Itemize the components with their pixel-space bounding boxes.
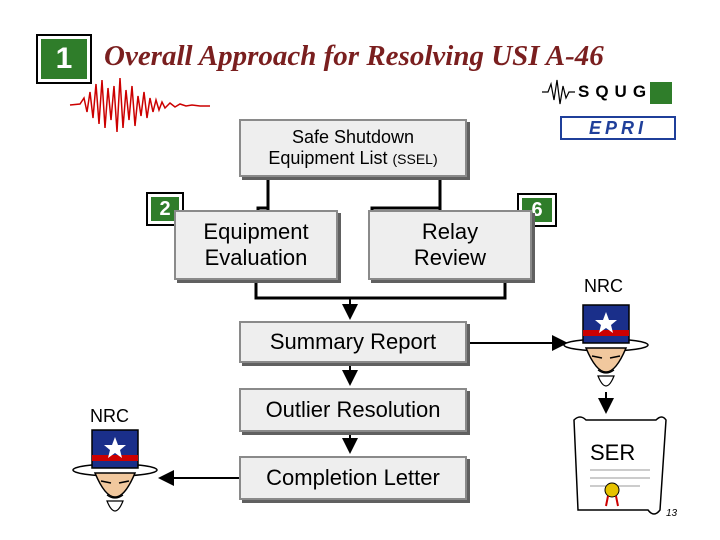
- equipment-evaluation-box: Equipment Evaluation: [174, 210, 338, 280]
- completion-label: Completion Letter: [266, 465, 440, 490]
- slide-number-badge: 1: [36, 34, 92, 84]
- summary-report-box: Summary Report: [239, 321, 467, 363]
- page-title: Overall Approach for Resolving USI A-46: [104, 40, 604, 72]
- merge-bracket: [254, 280, 507, 300]
- epri-logo: EPRI: [560, 116, 676, 140]
- ser-label: SER: [590, 440, 636, 465]
- squg-logo-waveform: [542, 79, 575, 105]
- ssel-line1: Safe Shutdown: [291, 127, 415, 147]
- nrc-label-right: NRC: [584, 276, 623, 296]
- ssel-box: Safe Shutdown Equipment List (SSEL): [239, 119, 467, 177]
- squg-logo-mark: [650, 82, 672, 104]
- relay-line1: Relay: [421, 219, 479, 244]
- summary-label: Summary Report: [269, 329, 437, 354]
- equipment-line2: Evaluation: [204, 245, 308, 270]
- epri-logo-text: EPRI: [588, 117, 647, 138]
- completion-letter-box: Completion Letter: [239, 456, 467, 500]
- ssel-line2: Equipment List: [268, 148, 388, 168]
- ssel-line2-row: Equipment List (SSEL): [268, 148, 437, 169]
- outlier-label: Outlier Resolution: [265, 397, 441, 422]
- uncle-sam-left-icon: [72, 429, 158, 512]
- relay-line2: Review: [413, 245, 487, 270]
- uncle-sam-right-icon: [563, 304, 649, 387]
- equipment-line1: Equipment: [203, 219, 309, 244]
- outlier-resolution-box: Outlier Resolution: [239, 388, 467, 432]
- nrc-label-left: NRC: [90, 406, 129, 426]
- squg-logo: SQUG: [578, 82, 653, 101]
- slide-number: 1: [41, 39, 87, 79]
- seismic-waveform: [69, 77, 210, 133]
- relay-review-box: Relay Review: [368, 210, 532, 280]
- page-number: 13: [666, 508, 678, 519]
- ser-scroll-icon: [573, 416, 667, 515]
- ssel-abbr: (SSEL): [392, 151, 438, 167]
